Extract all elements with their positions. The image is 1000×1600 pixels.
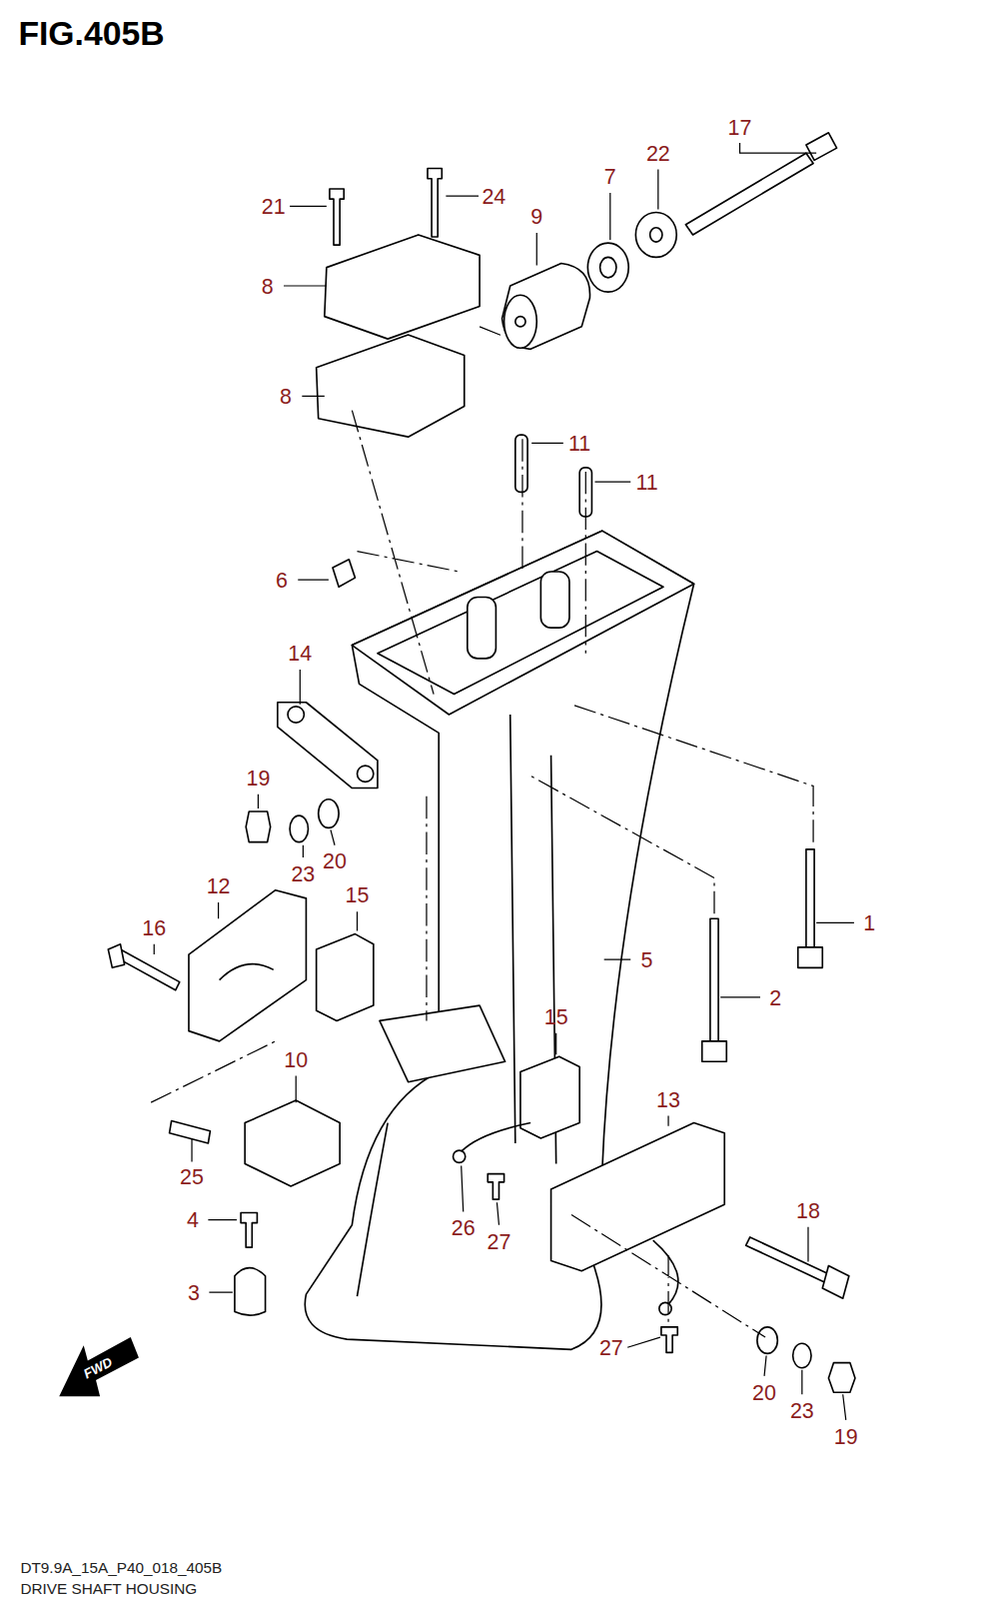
alignment-line — [150, 326, 814, 1337]
housing-rib — [357, 714, 557, 1296]
bolt — [115, 949, 179, 991]
callout-number: 12 — [206, 875, 231, 897]
bolt-head — [702, 1040, 728, 1061]
callout-number: 9 — [530, 205, 543, 227]
bracket — [277, 702, 378, 789]
washer — [289, 815, 308, 843]
callout-number: 3 — [187, 1280, 200, 1302]
clamp — [188, 890, 306, 1041]
callout-number: 14 — [287, 642, 312, 664]
housing-tube — [467, 597, 497, 659]
nut — [828, 1362, 856, 1393]
bolt — [329, 188, 344, 245]
callout-number: 1 — [863, 912, 876, 934]
bracket-hole — [287, 706, 304, 723]
washer-hole — [650, 227, 663, 242]
mount-hole — [515, 316, 526, 327]
callout-number: 21 — [261, 195, 286, 217]
mount-lower — [316, 334, 465, 437]
figure-caption: DRIVE SHAFT HOUSING — [19, 1579, 197, 1597]
bracket-hole — [357, 765, 374, 782]
callout-number: 22 — [646, 141, 671, 163]
rubber-mount-end — [504, 294, 538, 348]
bolt — [710, 918, 719, 1041]
callout-number: 23 — [790, 1399, 815, 1421]
callout-number: 27 — [487, 1229, 512, 1251]
bolt-head — [822, 1265, 850, 1299]
callout-number: 17 — [728, 116, 753, 138]
pin — [169, 1120, 211, 1143]
figure-title: FIG.405B — [17, 13, 164, 53]
callout-number: 8 — [261, 274, 274, 296]
callout-number: 11 — [635, 470, 658, 492]
callout-number: 26 — [451, 1216, 476, 1238]
callout-number: 18 — [796, 1199, 821, 1221]
callout-number: 13 — [656, 1087, 681, 1109]
rubber-mount — [502, 263, 591, 350]
rubber-block — [244, 1099, 340, 1186]
collar — [587, 242, 629, 292]
screw — [487, 1173, 504, 1200]
wire-terminal — [659, 1301, 672, 1314]
cap — [234, 1267, 266, 1315]
callout-number: 11 — [568, 432, 591, 454]
callout-number: 8 — [279, 385, 292, 407]
fwd-arrow — [58, 1336, 139, 1396]
callout-number: 20 — [752, 1381, 777, 1403]
ground-wire — [461, 1122, 531, 1152]
drawing-code: DT9.9A_15A_P40_018_405B — [19, 1558, 222, 1576]
screw — [661, 1326, 678, 1353]
callout-number: 19 — [245, 767, 270, 789]
callout-number: 20 — [322, 849, 347, 871]
housing-cavity — [377, 551, 664, 695]
dowel-pin — [515, 434, 528, 492]
housing-window — [379, 1004, 506, 1082]
bolt — [746, 1236, 830, 1282]
bolt — [427, 168, 442, 237]
bolt — [685, 152, 814, 235]
rubber-block — [316, 934, 374, 1021]
washer — [318, 799, 339, 829]
ground-wire — [653, 1239, 679, 1304]
callout-number: 23 — [290, 863, 315, 885]
callout-number: 5 — [641, 948, 654, 970]
bolt — [806, 849, 815, 948]
callout-number: 4 — [186, 1208, 199, 1230]
collar-hole — [600, 256, 617, 277]
callout-number: 16 — [141, 917, 166, 939]
bolt-head — [107, 944, 124, 968]
washer — [793, 1342, 812, 1368]
housing-tube — [540, 571, 570, 628]
wire-terminal — [453, 1149, 466, 1162]
callout-number: 27 — [599, 1336, 624, 1358]
callout-number: 24 — [481, 184, 506, 206]
rubber-block — [520, 1055, 580, 1138]
bolt-head — [806, 132, 838, 161]
callout-number: 7 — [604, 165, 617, 187]
nut — [245, 811, 271, 843]
callout-number: 10 — [283, 1048, 308, 1070]
callout-number: 19 — [834, 1424, 859, 1446]
bolt-head — [798, 947, 824, 968]
clamp-recess — [219, 964, 274, 981]
plug — [332, 559, 355, 588]
washer — [757, 1326, 778, 1354]
callout-number: 15 — [544, 1005, 569, 1027]
callout-number: 2 — [769, 986, 782, 1007]
callout-number: 6 — [275, 568, 288, 590]
lower-clamp — [551, 1122, 726, 1271]
callout-number: 15 — [345, 884, 370, 906]
callout-number: 25 — [179, 1165, 204, 1187]
mount-upper — [324, 234, 480, 339]
bolt — [240, 1211, 257, 1247]
leader-line — [153, 142, 855, 1420]
washer — [635, 211, 677, 257]
